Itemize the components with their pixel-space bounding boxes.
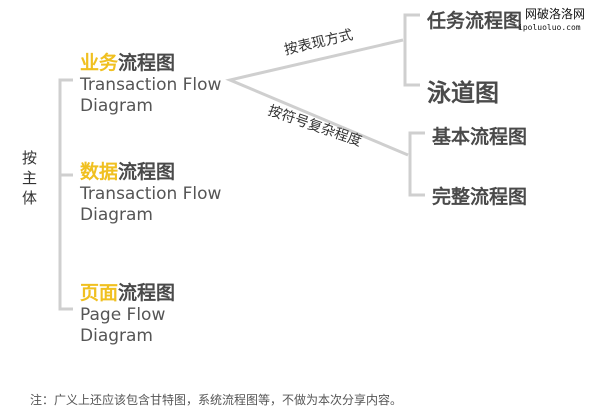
group-en-line2: Diagram [80, 205, 153, 225]
group-data: 数据流程图 Transaction Flow Diagram [80, 157, 221, 226]
left-bracket [58, 78, 73, 311]
group-title-rest: 流程图 [118, 52, 176, 74]
watermark: 网破洛洛网 ipoluoluo.com [518, 7, 586, 34]
group-title-rest: 流程图 [118, 282, 176, 304]
leaf-task-flow: 任务流程图 [427, 10, 523, 32]
watermark-line2: ipoluoluo.com [518, 23, 581, 32]
group-en-line2: Diagram [80, 96, 153, 116]
group-title-rest: 流程图 [118, 161, 176, 183]
group-business: 业务流程图 Transaction Flow Diagram [80, 48, 221, 117]
group-en-line1: Page Flow [80, 305, 166, 325]
footnote: 注：广义上还应该包含甘特图，系统流程图等，不做为本次分享内容。 [30, 393, 403, 407]
leaf-basic-flow: 基本流程图 [432, 126, 528, 148]
upper-bracket [403, 13, 420, 87]
group-en-line1: Transaction Flow [80, 184, 222, 204]
lower-bracket [408, 131, 425, 197]
group-en-line1: Transaction Flow [80, 75, 222, 95]
leaf-complete-flow: 完整流程图 [432, 186, 528, 208]
group-title-highlight: 数据 [80, 161, 119, 183]
group-en-line2: Diagram [80, 326, 153, 346]
group-page: 页面流程图 Page Flow Diagram [80, 278, 175, 347]
group-title-highlight: 业务 [80, 52, 119, 74]
watermark-line1: 网破洛洛网 [525, 7, 586, 21]
leaf-swimlane: 泳道图 [427, 79, 499, 107]
branch-lines [225, 38, 409, 157]
group-title-highlight: 页面 [80, 282, 119, 304]
root-label: 按主体 [22, 149, 38, 207]
